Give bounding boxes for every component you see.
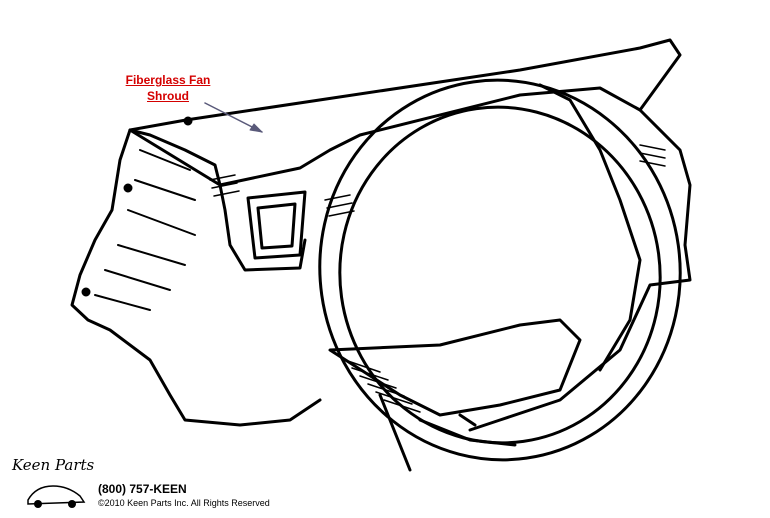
shroud-floor	[328, 318, 582, 417]
shroud-left-side	[70, 128, 322, 427]
fiberglass-fan-shroud-link[interactable]: Fiberglass Fan Shroud	[118, 72, 218, 104]
bolt-hole	[81, 287, 91, 297]
shroud-left-ribs	[94, 149, 196, 311]
bolt-hole	[123, 183, 133, 193]
callout-line-2: Shroud	[147, 89, 189, 103]
bolt-hole	[183, 116, 193, 126]
shroud-window	[246, 190, 307, 260]
shroud-left-inner	[128, 128, 307, 272]
keen-parts-logo: Keen Parts	[11, 456, 95, 508]
shroud-ring-outer	[318, 78, 682, 462]
callout-arrow-head	[249, 123, 263, 133]
callout-line-1: Fiberglass Fan	[125, 73, 211, 87]
logo-car-silhouette	[27, 485, 86, 505]
shroud-right-side	[468, 108, 692, 432]
hatching	[209, 144, 666, 413]
shroud-bottom-bracket	[378, 393, 517, 472]
logo-script: Keen Parts	[11, 456, 95, 474]
shroud-top-panel	[128, 38, 682, 187]
shroud-ring-inner	[338, 105, 662, 445]
copyright: ©2010 Keen Parts Inc. All Rights Reserve…	[98, 498, 270, 508]
phone-number: (800) 757-KEEN	[98, 482, 187, 496]
shroud-right-inner	[538, 83, 642, 372]
